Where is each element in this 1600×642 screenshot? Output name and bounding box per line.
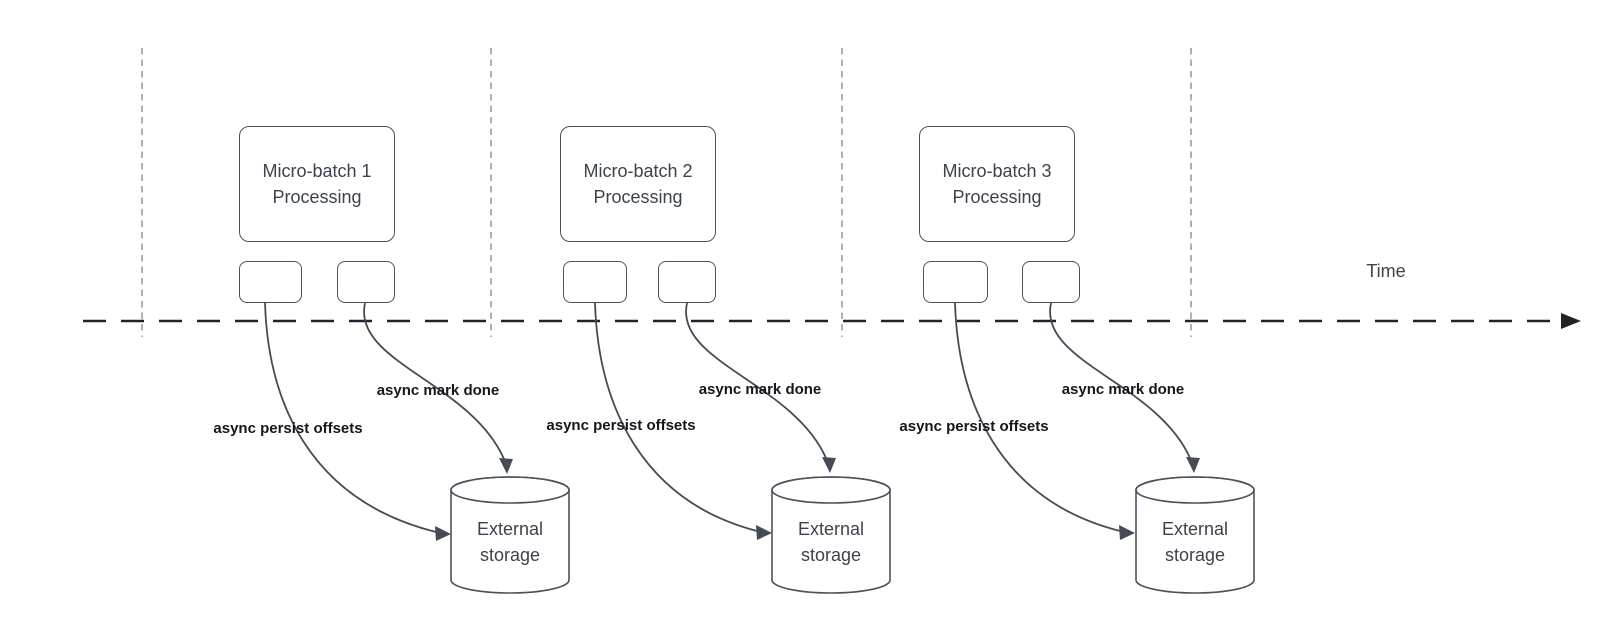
batch-2-done-task-box: [658, 261, 716, 303]
storage-label-line2: storage: [1164, 545, 1226, 565]
storage-label-line1: External: [476, 519, 544, 539]
storage-label-line2: storage: [479, 545, 541, 565]
storage-label-line1: External: [1161, 519, 1229, 539]
cylinder-top-ellipse: [450, 476, 570, 504]
batch-3-persist-arrow: [954, 302, 1121, 532]
batch-1-persist-arrow: [264, 302, 437, 533]
batch-3-persist-arrow-label: async persist offsets: [899, 418, 1049, 435]
batch-2-done-arrowhead: [822, 457, 836, 473]
batch-2-persist-arrowhead: [756, 525, 772, 540]
batch-3-processing-label-line1: Micro-batch 3: [942, 161, 1052, 181]
batch-3-storage-label: External storage: [1135, 516, 1255, 568]
batch-1-done-arrow: [363, 302, 505, 460]
batch-3-processing-label-line2: Processing: [952, 187, 1042, 207]
batch-1-processing-label-line1: Micro-batch 1: [262, 161, 372, 181]
batch-3-storage-cylinder: [1135, 476, 1255, 594]
time-axis-arrowhead: [1561, 313, 1581, 329]
batch-2-processing-label-line1: Micro-batch 2: [583, 161, 693, 181]
batch-1-persist-arrow-label: async persist offsets: [213, 420, 363, 437]
batch-1-done-arrow-label: async mark done: [376, 382, 500, 399]
batch-3-done-arrow: [1049, 302, 1191, 459]
batch-1-processing-box: Micro-batch 1 Processing: [239, 126, 395, 242]
batch-3-persist-arrowhead: [1119, 525, 1135, 540]
batch-2-done-arrow: [685, 302, 827, 459]
batch-3-done-arrowhead: [1186, 457, 1200, 473]
batch-2-processing-box: Micro-batch 2 Processing: [560, 126, 716, 242]
batch-2-processing-label-line2: Processing: [593, 187, 683, 207]
batch-1-done-arrowhead: [499, 458, 513, 474]
batch-1-done-task-box: [337, 261, 395, 303]
batch-2-persist-arrow-label: async persist offsets: [546, 417, 696, 434]
storage-label-line2: storage: [800, 545, 862, 565]
batch-2-done-arrow-label: async mark done: [698, 381, 822, 398]
batch-1-processing-label-line2: Processing: [272, 187, 362, 207]
batch-1-persist-arrowhead: [435, 526, 451, 541]
batch-2-storage-label: External storage: [771, 516, 891, 568]
cylinder-top-ellipse: [771, 476, 891, 504]
batch-3-done-arrow-label: async mark done: [1061, 381, 1185, 398]
batch-2-storage-cylinder: [771, 476, 891, 594]
batch-3-done-task-box: [1022, 261, 1080, 303]
cylinder-top-ellipse: [1135, 476, 1255, 504]
storage-label-line1: External: [797, 519, 865, 539]
batch-1-storage-cylinder: [450, 476, 570, 594]
batch-2-persist-arrow: [594, 302, 758, 532]
batch-3-processing-box: Micro-batch 3 Processing: [919, 126, 1075, 242]
batch-2-persist-task-box: [563, 261, 627, 303]
time-axis-label: Time: [1366, 261, 1406, 281]
batch-3-persist-task-box: [923, 261, 988, 303]
batch-1-persist-task-box: [239, 261, 302, 303]
batch-1-storage-label: External storage: [450, 516, 570, 568]
